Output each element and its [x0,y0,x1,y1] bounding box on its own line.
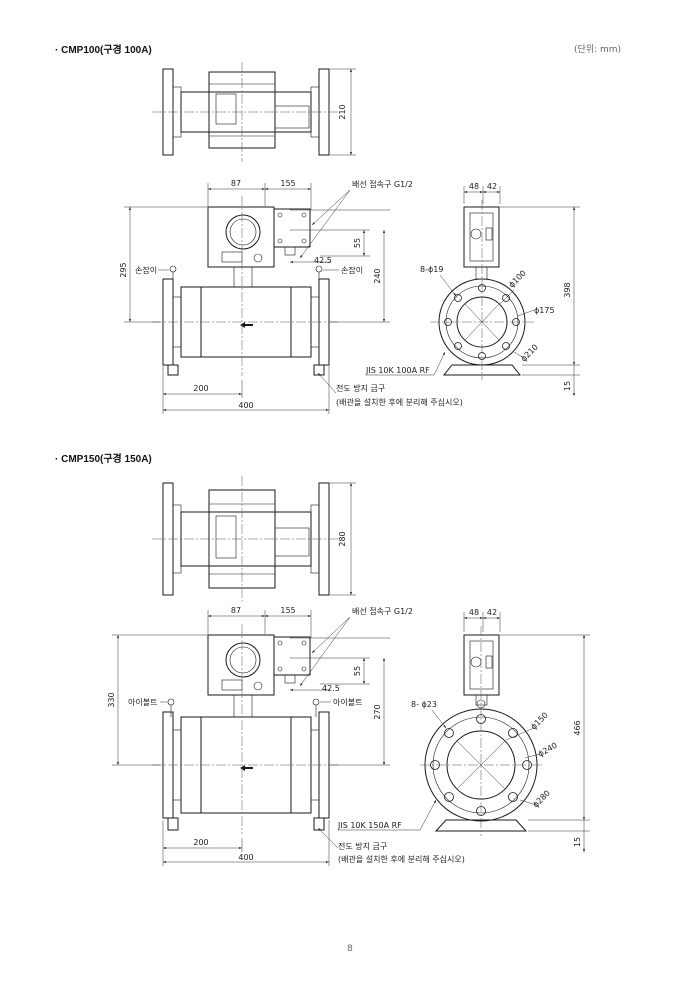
dim-240: 240 [373,268,382,283]
dim-top-height: 280 [338,531,347,546]
dim-55: 55 [353,238,362,248]
cmp150-drawing: 280 87 155 [107,476,590,866]
dim-155: 155 [280,179,295,188]
fall-prevention-note: (배관을 설치한 후에 분리해 주십시오) [338,854,465,864]
dim-42: 42 [487,182,497,191]
wiring-label: 배선 접속구 G1/2 [352,606,413,616]
cmp150-front-view: 87 155 [107,606,465,866]
dim-48: 48 [469,608,479,617]
handle-right-label: 손잡이 [341,265,363,275]
dim-400: 400 [238,401,253,410]
cmp100-side-view: 48 42 [365,182,580,396]
outer-label: ϕ210 [519,343,540,364]
dim-total-height: 330 [107,692,116,707]
dim-200: 200 [193,384,208,393]
handle-left-label: 아이볼트 [128,697,157,707]
dim-top-height: 210 [338,104,347,119]
wiring-label: 배선 접속구 G1/2 [352,179,413,189]
dim-87: 87 [231,179,241,188]
dim-400: 400 [238,853,253,862]
dim-15: 15 [563,381,572,391]
dim-42: 42 [487,608,497,617]
dim-200: 200 [193,838,208,847]
holes-label: 8- ϕ23 [411,700,437,709]
handle-left-label: 손잡이 [135,265,157,275]
dim-48: 48 [469,182,479,191]
handle-right-label: 아이볼트 [333,697,362,707]
outer-label: ϕ280 [531,789,552,810]
dim-side-height: 466 [573,720,582,735]
dim-42-5: 42.5 [322,684,340,693]
pcd-label: ϕ175 [534,306,555,315]
holes-label: 8-ϕ19 [420,265,443,274]
dim-87: 87 [231,606,241,615]
cmp100-top-view: 210 [152,62,356,162]
dim-side-height: 398 [563,282,572,297]
fall-prevention-label: 전도 방지 금구 [336,383,385,393]
dim-total-height: 295 [119,262,128,277]
cmp150-side-view: 48 42 [337,608,590,852]
dim-15: 15 [573,837,582,847]
page-number: 8 [347,944,353,954]
flange-label: JIS 10K 150A RF [337,821,402,830]
section-title-cmp100: · CMP100(구경 100A) [55,45,152,56]
pcd-label: ϕ240 [537,741,559,759]
bore-label: ϕ150 [529,711,550,732]
flange-label: JIS 10K 100A RF [365,366,430,375]
cmp150-top-view: 280 [152,476,356,602]
unit-note: (단위: mm) [574,45,622,55]
dim-240: 270 [373,704,382,719]
dim-42-5: 42.5 [314,256,332,265]
fall-prevention-label: 전도 방지 금구 [338,841,387,851]
cmp100-front-view: 87 155 [119,179,463,414]
section-title-cmp150: · CMP150(구경 150A) [55,454,152,465]
bore-label: ϕ100 [507,269,528,290]
dim-55: 55 [353,666,362,676]
fall-prevention-note: (배관을 설치한 후에 분리해 주십시오) [336,397,463,407]
cmp100-drawing: 210 87 155 [119,62,580,414]
dim-155: 155 [280,606,295,615]
